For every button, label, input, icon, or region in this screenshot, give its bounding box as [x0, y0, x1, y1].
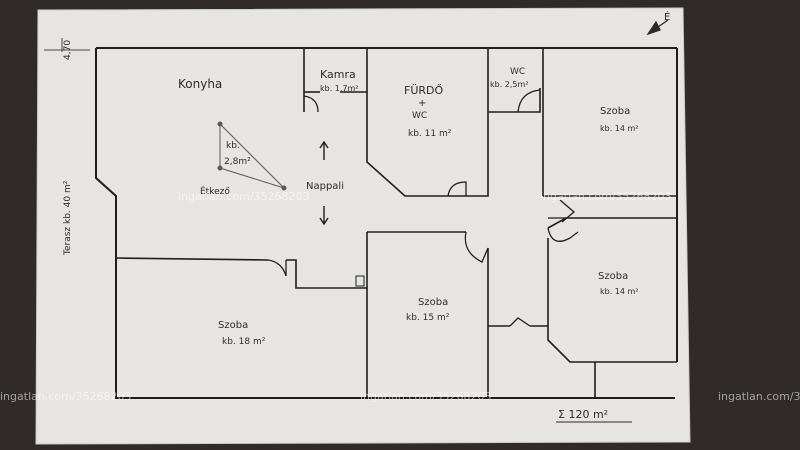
living-arrows: [319, 140, 329, 226]
watermark-bottom-right: ingatlan.com/3: [718, 390, 800, 403]
room-center-label: Szoba: [418, 297, 448, 308]
room-sw-area: kb. 18 m²: [222, 337, 266, 347]
outer-walls: [95, 47, 678, 399]
interior-walls: [115, 48, 677, 398]
watermark-top-center: ingatlan.com/35268203: [178, 190, 310, 203]
watermark-top-right: ingatlan.com/35268203: [540, 190, 672, 203]
room-sw-label: Szoba: [218, 320, 248, 331]
bathroom-area: kb. 11 m²: [408, 129, 452, 139]
door-swings: [267, 89, 579, 327]
dining-small-label: kb.: [226, 141, 240, 151]
pantry-area: kb. 1,7m²: [320, 84, 359, 93]
dining-table-sketch: [217, 121, 287, 191]
dimension-left-label: 4,70: [63, 40, 73, 60]
room-ne-label: Szoba: [600, 106, 630, 117]
living-label: Nappali: [306, 181, 344, 192]
total-area-label: Σ 120 m²: [558, 408, 608, 421]
dining-label: Étkező: [200, 185, 230, 197]
bathroom-plus: +: [418, 98, 426, 109]
compass-arrow: [646, 19, 669, 36]
dining-area: 2,8m²: [224, 157, 251, 167]
watermark-bottom-center: ingatlan.com/35268203: [360, 390, 492, 403]
compass-label: É: [664, 10, 670, 23]
bathroom-wc: WC: [412, 111, 427, 121]
room-e-area: kb. 14 m²: [600, 287, 639, 296]
watermark-bottom-left: ingatlan.com/35268203: [0, 390, 132, 403]
wc-label: WC: [510, 67, 525, 77]
terrace-label: Terasz kb. 40 m²: [63, 180, 73, 256]
room-e-label: Szoba: [598, 271, 628, 282]
room-ne-area: kb. 14 m²: [600, 124, 639, 133]
wc-area: kb. 2,5m²: [490, 80, 529, 89]
kitchen-label: Konyha: [178, 77, 222, 91]
paper-sheet: [36, 8, 690, 444]
bathroom-label: FÜRDŐ: [404, 83, 443, 97]
pillar-mark: [355, 275, 365, 287]
pantry-label: Kamra: [320, 68, 356, 81]
dimension-line-left: [44, 38, 90, 52]
room-center-area: kb. 15 m²: [406, 313, 450, 323]
